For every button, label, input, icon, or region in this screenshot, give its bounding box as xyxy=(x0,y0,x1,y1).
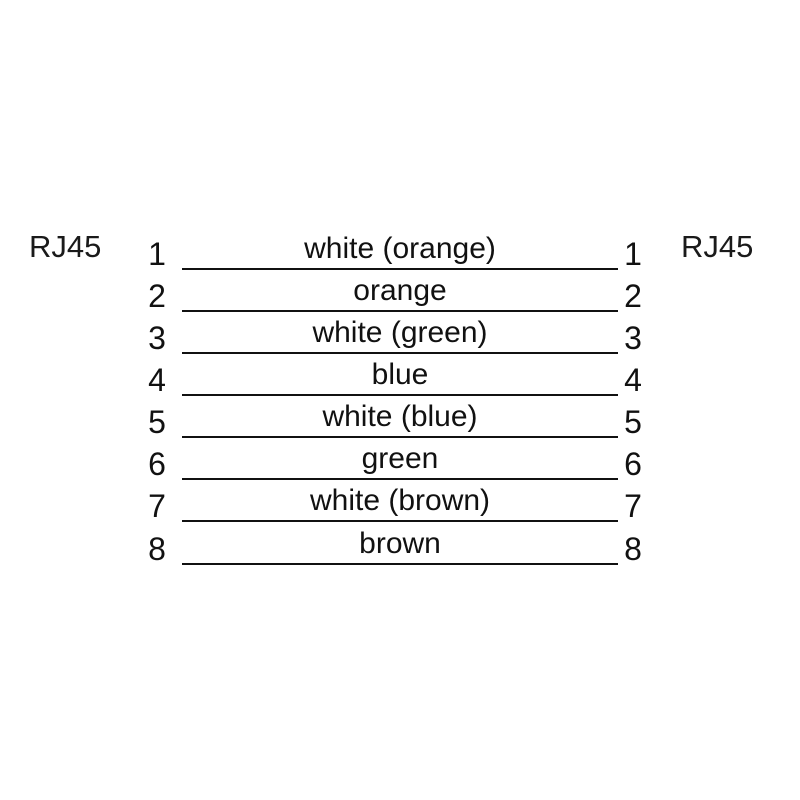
pin-row: 4 blue 4 xyxy=(0,358,800,410)
wire-line xyxy=(182,563,618,565)
wire-line xyxy=(182,478,618,480)
left-pin-number: 1 xyxy=(148,236,166,272)
left-connector-label: RJ45 xyxy=(29,229,102,264)
left-pin-number: 8 xyxy=(148,531,166,567)
pin-row: 3 white (green) 3 xyxy=(0,316,800,368)
pin-row: 2 orange 2 xyxy=(0,274,800,326)
pin-row: 1 white (orange) 1 xyxy=(0,232,800,284)
wire-color-label: brown xyxy=(359,527,441,560)
wire-color-label: white (green) xyxy=(312,316,488,349)
wire-line xyxy=(182,310,618,312)
left-pin-number: 4 xyxy=(148,362,166,398)
pin-row: 5 white (blue) 5 xyxy=(0,400,800,452)
wire-color-label: blue xyxy=(371,358,429,391)
wire-color-label: white (orange) xyxy=(304,232,496,265)
right-pin-number: 6 xyxy=(624,446,642,482)
right-pin-number: 1 xyxy=(624,236,642,272)
left-pin-number: 6 xyxy=(148,446,166,482)
right-connector-label: RJ45 xyxy=(681,229,754,264)
right-pin-number: 3 xyxy=(624,320,642,356)
pin-row: 8 brown 8 xyxy=(0,527,800,579)
wire-color-label: white (brown) xyxy=(309,484,491,517)
wire-color-label: white (blue) xyxy=(322,400,478,433)
wire-line xyxy=(182,268,618,270)
wire-color-label: orange xyxy=(353,274,447,307)
wire-line xyxy=(182,394,618,396)
wire-color-label: green xyxy=(361,442,439,475)
left-pin-number: 2 xyxy=(148,278,166,314)
wire-line xyxy=(182,352,618,354)
pin-row: 7 white (brown) 7 xyxy=(0,484,800,536)
right-pin-number: 5 xyxy=(624,404,642,440)
left-pin-number: 5 xyxy=(148,404,166,440)
wire-line xyxy=(182,520,618,522)
right-pin-number: 2 xyxy=(624,278,642,314)
right-pin-number: 4 xyxy=(624,362,642,398)
left-pin-number: 7 xyxy=(148,488,166,524)
left-pin-number: 3 xyxy=(148,320,166,356)
pin-row: 6 green 6 xyxy=(0,442,800,494)
right-pin-number: 8 xyxy=(624,531,642,567)
right-pin-number: 7 xyxy=(624,488,642,524)
wire-line xyxy=(182,436,618,438)
